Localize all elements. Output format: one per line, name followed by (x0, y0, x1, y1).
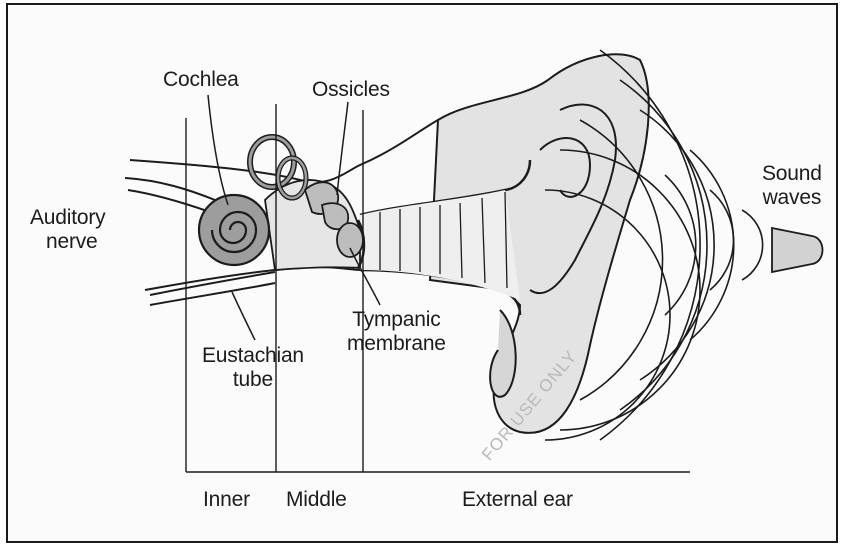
label-tympanic-line1: Tympanic (352, 308, 440, 331)
label-external-ear: External ear (462, 488, 573, 512)
label-middle: Middle (286, 488, 347, 512)
label-sound-waves-line1: Sound (762, 162, 822, 185)
label-tympanic-membrane: Tympanic membrane (347, 308, 446, 355)
label-eustachian-line1: Eustachian (202, 344, 304, 367)
label-auditory-nerve-line2: nerve (46, 230, 98, 253)
eustachian-tube (150, 272, 275, 305)
label-auditory-nerve: Auditory nerve (30, 206, 105, 253)
auricle-lobe (490, 310, 516, 397)
label-eustachian-tube: Eustachian tube (202, 344, 304, 391)
label-ossicles: Ossicles (312, 78, 390, 102)
skull-line-upper (130, 120, 438, 182)
label-tympanic-line2: membrane (347, 332, 446, 355)
cochlea (199, 195, 269, 265)
label-eustachian-line2: tube (233, 368, 273, 391)
label-auditory-nerve-line1: Auditory (30, 206, 105, 229)
label-sound-waves-line2: waves (763, 186, 822, 209)
section-dividers (186, 104, 363, 472)
label-sound-waves: Sound waves (762, 162, 822, 209)
label-inner: Inner (203, 488, 250, 512)
sound-source-horn (772, 228, 823, 272)
label-cochlea: Cochlea (163, 68, 239, 92)
auditory-nerve (125, 178, 215, 212)
